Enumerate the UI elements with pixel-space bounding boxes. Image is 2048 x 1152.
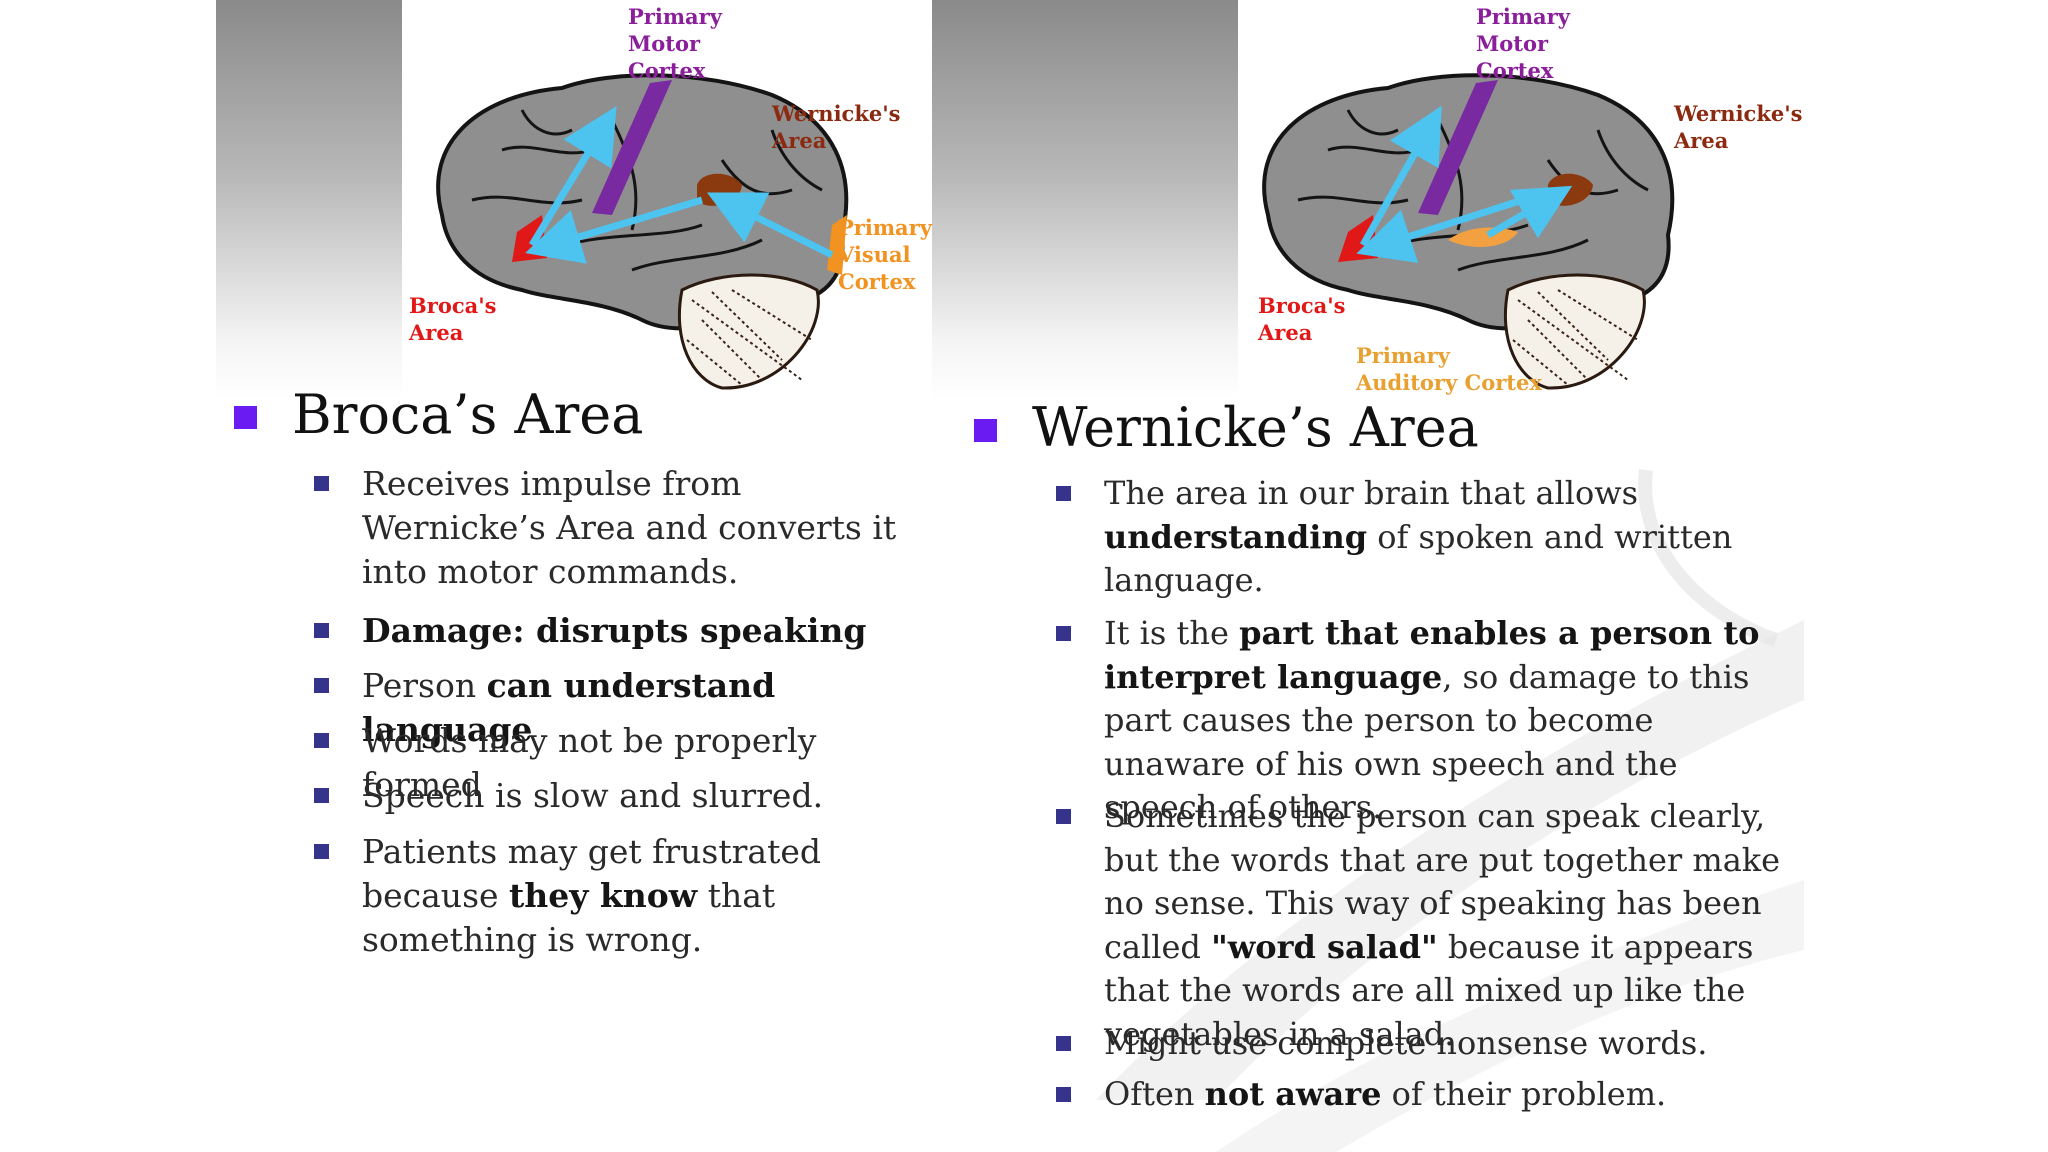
wernicke-bullet-2: It is the part that enables a person to … — [1056, 612, 1764, 830]
auditory-cortex-region — [1448, 227, 1518, 247]
bullet-icon — [314, 788, 329, 803]
broca-title: Broca’s Area — [234, 384, 643, 446]
broca-bullet-2: Damage: disrupts speaking — [314, 609, 922, 653]
background-band-center — [932, 0, 1238, 400]
bullet-icon — [314, 678, 329, 693]
background-band-left — [216, 0, 402, 400]
wernicke-bullet-4: Might use complete nonsense words. — [1056, 1022, 1764, 1066]
slide: Primary Motor Cortex Wernicke's Area Pri… — [216, 0, 1804, 1152]
background-swoosh — [1096, 469, 1804, 1152]
signal-arrows — [1356, 105, 1573, 264]
label-brocas-area: Broca's Area — [409, 293, 497, 345]
bullet-icon — [1056, 1036, 1071, 1051]
visual-cortex-region — [827, 215, 847, 275]
brain-diagram-right: Primary Motor Cortex Wernicke's Area Bro… — [1238, 0, 1804, 398]
label-visual-cortex: Primary Visual Cortex — [838, 215, 932, 294]
broca-bullet-3: Person can understand language — [314, 664, 922, 752]
motor-cortex-region — [1418, 80, 1498, 215]
bullet-icon — [314, 844, 329, 859]
bullet-icon — [314, 733, 329, 748]
title-bullet-icon — [974, 419, 997, 442]
broca-bullet-4: Words may not be properly formed — [314, 719, 922, 807]
bullet-icon — [314, 623, 329, 638]
broca-bullet-1: Receives impulse from Wernicke’s Area an… — [314, 462, 922, 594]
broca-bullet-6: Patients may get frustrated because they… — [314, 830, 922, 962]
brain-shape — [1262, 73, 1675, 390]
wernicke-bullet-1: The area in our brain that allows unders… — [1056, 472, 1764, 603]
bullet-icon — [1056, 1087, 1071, 1102]
label-motor-cortex: Primary Motor Cortex — [1476, 4, 1570, 83]
signal-arrows — [525, 106, 834, 264]
wernicke-title: Wernicke’s Area — [974, 397, 1479, 459]
bullet-icon — [1056, 626, 1071, 641]
bullet-icon — [314, 476, 329, 491]
bullet-icon — [1056, 809, 1071, 824]
title-bullet-icon — [234, 406, 257, 429]
label-brocas-area: Broca's Area — [1258, 293, 1346, 345]
wernicke-bullet-3: Sometimes the person can speak clearly, … — [1056, 795, 1784, 1056]
motor-cortex-region — [592, 80, 672, 215]
wernicke-bullet-5: Often not aware of their problem. — [1056, 1073, 1764, 1117]
brain-diagram-left: Primary Motor Cortex Wernicke's Area Pri… — [402, 0, 932, 398]
label-auditory-cortex: Primary Auditory Cortex — [1356, 343, 1542, 395]
label-motor-cortex: Primary Motor Cortex — [628, 4, 722, 83]
label-wernickes-area: Wernicke's Area — [772, 101, 901, 153]
label-wernickes-area: Wernicke's Area — [1674, 101, 1803, 153]
bullet-icon — [1056, 486, 1071, 501]
broca-bullet-5: Speech is slow and slurred. — [314, 774, 922, 818]
